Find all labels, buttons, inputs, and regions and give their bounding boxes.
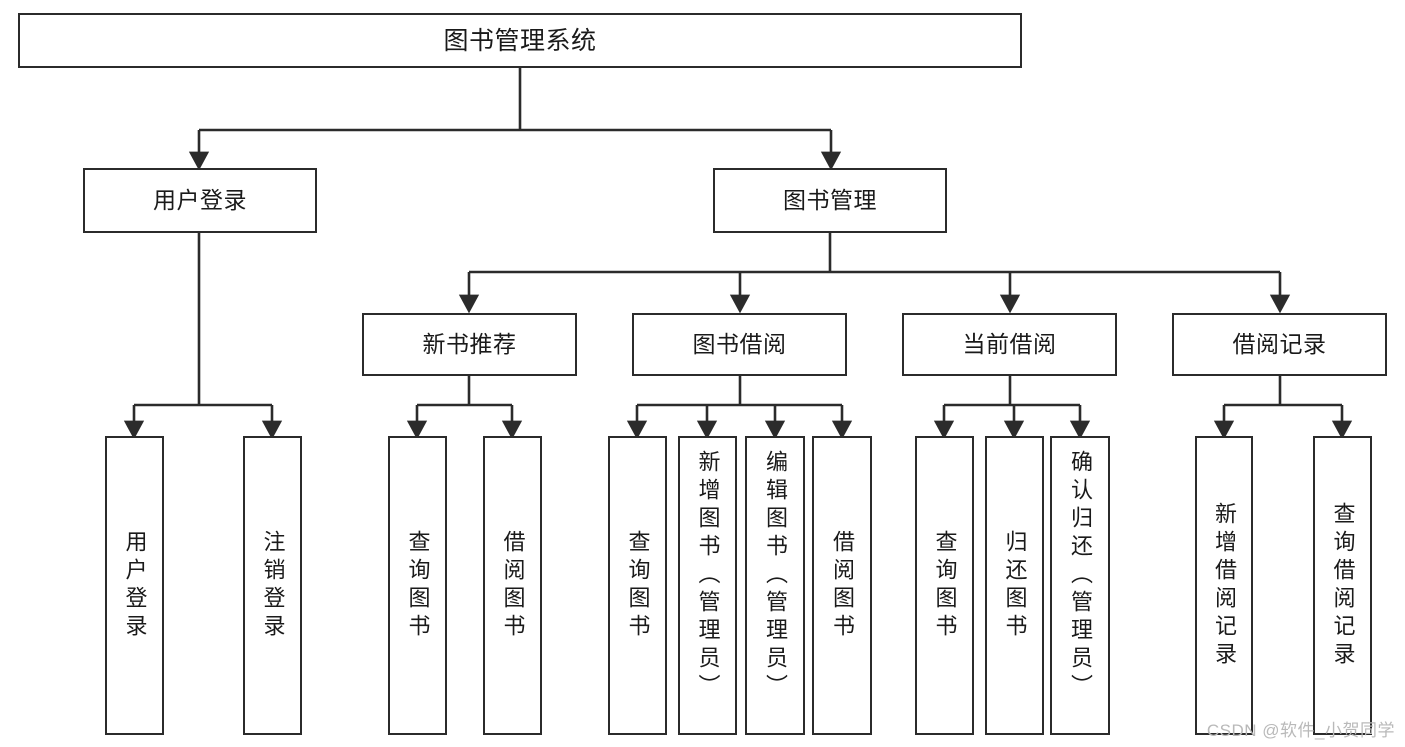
leaf-borrow-record-add[interactable]: 新增借阅记录	[1195, 436, 1253, 735]
leaf-book-borrow-action[interactable]: 借阅图书	[812, 436, 872, 735]
leaf-new-book-query-label: 查询图书	[405, 529, 431, 642]
node-current-borrow-label: 当前借阅	[962, 330, 1057, 357]
node-borrow-record-label: 借阅记录	[1232, 330, 1327, 357]
node-book-management-label: 图书管理	[783, 186, 877, 213]
node-book-management[interactable]: 图书管理	[713, 168, 947, 233]
leaf-book-borrow-query-label: 查询图书	[625, 529, 651, 642]
leaf-user-login-signin[interactable]: 用户登录	[105, 436, 164, 735]
leaf-new-book-borrow-label: 借阅图书	[500, 529, 526, 642]
leaf-book-edit-admin-label: 编辑图书（管理员）	[763, 450, 788, 702]
leaf-user-login-signout-label: 注销登录	[260, 529, 286, 642]
node-book-borrow[interactable]: 图书借阅	[632, 313, 847, 376]
leaf-current-borrow-query[interactable]: 查询图书	[915, 436, 974, 735]
leaf-current-borrow-query-label: 查询图书	[932, 529, 958, 642]
leaf-book-add-admin[interactable]: 新增图书（管理员）	[678, 436, 737, 735]
leaf-user-login-signout[interactable]: 注销登录	[243, 436, 302, 735]
leaf-borrow-record-query[interactable]: 查询借阅记录	[1313, 436, 1372, 735]
node-user-login[interactable]: 用户登录	[83, 168, 317, 233]
node-user-login-label: 用户登录	[153, 186, 247, 213]
leaf-current-borrow-confirm-admin[interactable]: 确认归还（管理员）	[1050, 436, 1110, 735]
node-current-borrow[interactable]: 当前借阅	[902, 313, 1117, 376]
node-root-system-label: 图书管理系统	[443, 26, 597, 55]
leaf-book-borrow-action-label: 借阅图书	[830, 529, 855, 642]
node-new-book-recommend-label: 新书推荐	[422, 330, 517, 357]
leaf-book-edit-admin[interactable]: 编辑图书（管理员）	[745, 436, 805, 735]
leaf-current-borrow-confirm-admin-label: 确认归还（管理员）	[1068, 450, 1093, 702]
leaf-new-book-borrow[interactable]: 借阅图书	[483, 436, 542, 735]
leaf-new-book-query[interactable]: 查询图书	[388, 436, 447, 735]
leaf-borrow-record-query-label: 查询借阅记录	[1330, 501, 1356, 670]
leaf-current-borrow-return[interactable]: 归还图书	[985, 436, 1044, 735]
node-borrow-record[interactable]: 借阅记录	[1172, 313, 1387, 376]
leaf-borrow-record-add-label: 新增借阅记录	[1212, 501, 1237, 670]
node-new-book-recommend[interactable]: 新书推荐	[362, 313, 577, 376]
node-book-borrow-label: 图书借阅	[692, 330, 787, 357]
leaf-current-borrow-return-label: 归还图书	[1002, 529, 1028, 642]
csdn-watermark: CSDN @软件_小贺同学	[1206, 721, 1395, 740]
node-root-system[interactable]: 图书管理系统	[18, 13, 1022, 68]
leaf-book-add-admin-label: 新增图书（管理员）	[695, 450, 721, 702]
leaf-user-login-signin-label: 用户登录	[122, 529, 148, 642]
leaf-book-borrow-query[interactable]: 查询图书	[608, 436, 667, 735]
